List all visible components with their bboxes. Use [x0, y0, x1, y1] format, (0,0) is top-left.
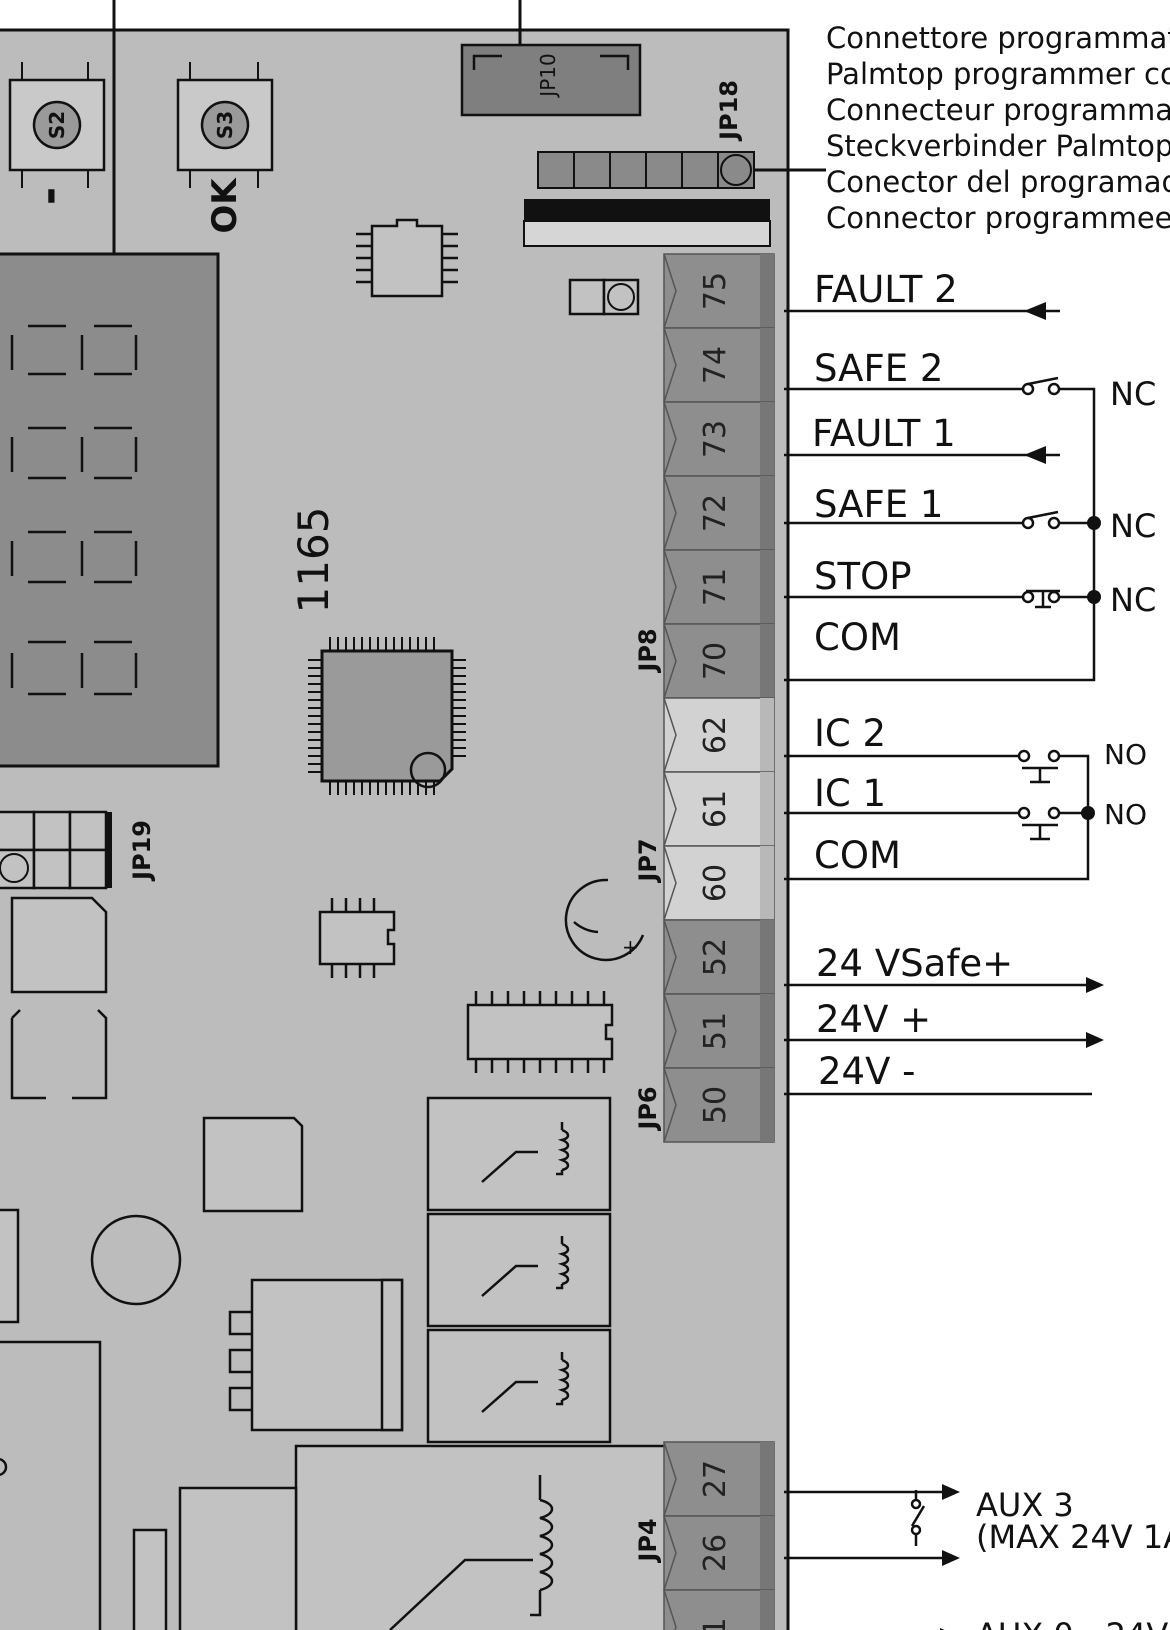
signal-arrows [940, 302, 1104, 1630]
terminal-number: 72 [698, 494, 733, 532]
label-fault-1: FAULT 1 [812, 412, 956, 455]
seven-segment-display [0, 252, 220, 768]
terminal-number: 27 [698, 1460, 733, 1498]
label-fault-2: FAULT 2 [814, 268, 958, 311]
terminal-number: 1 [698, 1617, 733, 1630]
terminal-number: 26 [698, 1534, 733, 1572]
contact-symbols [910, 376, 1061, 1546]
terminal-74: 74 [663, 327, 775, 403]
terminal-number: 50 [698, 1086, 733, 1124]
programmer-label-de: Steckverbinder Palmtop [826, 129, 1170, 163]
terminal-number: 74 [698, 346, 733, 384]
terminal-number: 52 [698, 938, 733, 976]
terminal-number: 61 [698, 790, 733, 828]
junction-dots [1081, 516, 1101, 820]
button-s2-caption: - [24, 187, 75, 205]
aux3-rating: (MAX 24V 1A) [976, 1518, 1170, 1556]
jp19-connector: JP19 [0, 810, 156, 890]
jp10-label: JP10 [536, 53, 560, 98]
programmer-label-nl: Connector programmeer [826, 201, 1170, 235]
contact-ic-2: NO [1104, 738, 1147, 771]
terminal-75: 75 [663, 253, 775, 329]
button-s3-caption: OK [205, 177, 245, 234]
button-s3: S3 OK [176, 62, 274, 234]
terminal-71: 71 [663, 549, 775, 625]
contact-ic-1: NO [1104, 798, 1147, 831]
lower-left-components [0, 896, 728, 1630]
programmer-label-en: Palmtop programmer co [826, 57, 1170, 91]
microcontroller [308, 637, 466, 795]
label-ic-2: IC 2 [814, 712, 886, 755]
jumper-block [568, 278, 640, 316]
terminal-70: 70 [663, 623, 775, 699]
label-safe-1: SAFE 1 [814, 483, 943, 526]
button-s2-id: S2 [45, 111, 69, 139]
terminal-number: 51 [698, 1012, 733, 1050]
aux-cut-label: AUX 0 - 24V [976, 1616, 1168, 1630]
terminal-27: 27 [663, 1441, 775, 1517]
label-com-70: COM [814, 616, 901, 659]
chip-label: 1165 [289, 507, 338, 614]
relay-1 [426, 1096, 612, 1212]
terminal-62: 62 [663, 697, 775, 773]
label-com-60: COM [814, 834, 901, 877]
programmer-label-it: Connettore programmat [826, 21, 1170, 55]
terminal-number: 60 [698, 864, 733, 902]
eeprom-chip [356, 218, 458, 298]
label-24v-minus: 24V - [818, 1050, 916, 1093]
label-stop: STOP [814, 555, 912, 598]
terminal-26: 26 [663, 1515, 775, 1591]
terminal-61: 61 [663, 771, 775, 847]
terminal-52: 52 [663, 919, 775, 995]
capacitor: + [564, 878, 645, 962]
jp4-label: JP4 [634, 1518, 662, 1563]
label-24vsafe: 24 VSafe+ [816, 942, 1013, 985]
external-wiring [784, 309, 1096, 1560]
jp18-connector: JP18 [523, 80, 771, 247]
terminal-labels: FAULT 2 SAFE 2 FAULT 1 SAFE 1 STOP COM I… [812, 268, 1013, 1093]
terminal-73: 73 [663, 401, 775, 477]
terminal-number: 73 [698, 420, 733, 458]
relay-3 [426, 1328, 612, 1444]
button-s2: S2 - [8, 62, 106, 205]
jp7-label: JP7 [634, 838, 662, 883]
contact-safe-1: NC [1110, 507, 1156, 545]
optocoupler [318, 898, 396, 978]
relay-2 [426, 1212, 612, 1328]
jp6-label: JP6 [634, 1086, 662, 1131]
programmer-label-es: Conector del programad [826, 165, 1170, 199]
aux3-title: AUX 3 [976, 1486, 1074, 1524]
jp10-connector: JP10 [460, 43, 642, 117]
jp19-label: JP19 [128, 820, 156, 882]
terminal-60: 60 [663, 845, 775, 921]
terminal-number: 75 [698, 272, 733, 310]
button-s3-id: S3 [213, 111, 237, 139]
terminal-72: 72 [663, 475, 775, 551]
programmer-connector-labels: Connettore programmat Palmtop programmer… [826, 21, 1170, 235]
contact-type-labels: NC NC NC NO NO [1104, 375, 1156, 831]
label-24v-plus: 24V + [816, 998, 931, 1041]
programmer-label-fr: Connecteur programma [826, 93, 1170, 127]
terminal-50: 50 [663, 1067, 775, 1143]
terminal-51: 51 [663, 993, 775, 1069]
terminal-number: 71 [698, 568, 733, 606]
jp8-label: JP8 [634, 628, 662, 673]
relay-driver-ic [466, 991, 614, 1073]
terminal-number: 62 [698, 716, 733, 754]
contact-safe-2: NC [1110, 375, 1156, 413]
terminal-strip: 75 74 73 72 71 70 62 61 60 52 51 50 27 26 1 [663, 253, 775, 1630]
label-ic-1: IC 1 [814, 772, 886, 815]
terminal-number: 70 [698, 642, 733, 680]
terminal-1: 1 [663, 1589, 775, 1630]
label-safe-2: SAFE 2 [814, 347, 943, 390]
jp18-label: JP18 [715, 80, 743, 142]
svg-text:+: + [622, 935, 639, 959]
contact-stop: NC [1110, 581, 1156, 619]
